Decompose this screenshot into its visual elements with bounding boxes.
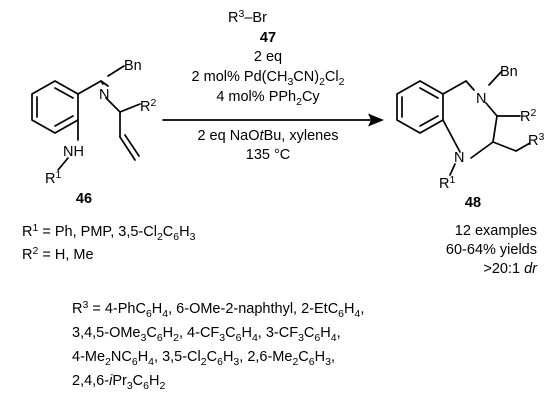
starting-material-46: N Bn R2 NH R1 46 xyxy=(31,58,156,207)
r2-definition: R2 = H, Me xyxy=(22,245,94,263)
yield-range: 60-64% yields xyxy=(446,242,537,258)
r1-definition: R1 = Ph, PMP, 3,5-Cl2C6H3 xyxy=(22,222,196,243)
product-48: N Bn R2 N R3 R1 48 xyxy=(396,64,544,211)
product-r3-label: R3 xyxy=(528,131,544,149)
sm-bn-label: Bn xyxy=(124,58,142,74)
product-bn-label: Bn xyxy=(500,64,518,80)
product-r1-label: R1 xyxy=(439,174,455,192)
product-r2-label: R2 xyxy=(520,107,536,125)
r3-scope-list: R3 = 4-PhC6H4, 6-OMe-2-naphthyl, 2-EtC6H… xyxy=(72,299,364,392)
diastereomeric-ratio: >20:1 dr xyxy=(483,261,538,277)
sm-r2-label: R2 xyxy=(140,97,156,115)
product-n-top-label: N xyxy=(476,91,486,107)
substituent-definitions: R1 = Ph, PMP, 3,5-Cl2C6H3 R2 = H, Me xyxy=(22,222,196,263)
reaction-results: 12 examples 60-64% yields >20:1 dr xyxy=(446,223,538,277)
reagent-r3br: R3–Br xyxy=(228,8,267,26)
reagent-compound-number: 47 xyxy=(260,30,276,46)
reagent-equivalents: 2 eq xyxy=(254,49,282,65)
reagent-conditions: R3–Br 47 2 eq 2 mol% Pd(CH3CN)2Cl2 4 mol… xyxy=(192,8,345,163)
ligand-text: 4 mol% PPh2Cy xyxy=(216,89,320,108)
sm-nitrogen-label: N xyxy=(99,87,109,103)
product-n-bottom-label: N xyxy=(454,150,464,166)
catalyst-text: 2 mol% Pd(CH3CN)2Cl2 xyxy=(192,69,345,88)
examples-count: 12 examples xyxy=(455,223,537,239)
r3-line-3: 4-Me2NC6H4, 3,5-Cl2C6H3, 2,6-Me2C6H3, xyxy=(72,349,335,368)
r3-line-1: R3 = 4-PhC6H4, 6-OMe-2-naphthyl, 2-EtC6H… xyxy=(72,299,364,320)
sm-r1-label: R1 xyxy=(45,169,61,187)
reaction-arrow xyxy=(162,113,384,127)
sm-nh-label: NH xyxy=(63,144,84,160)
r3-line-4: 2,4,6-iPr3C6H2 xyxy=(72,373,165,392)
product-compound-number: 48 xyxy=(465,195,481,211)
sm-compound-number: 46 xyxy=(76,191,92,207)
base-solvent-text: 2 eq NaOtBu, xylenes xyxy=(197,128,338,144)
temperature-text: 135 °C xyxy=(246,147,291,163)
r3-line-2: 3,4,5-OMe3C6H2, 4-CF3C6H4, 3-CF3C6H4, xyxy=(72,325,341,344)
